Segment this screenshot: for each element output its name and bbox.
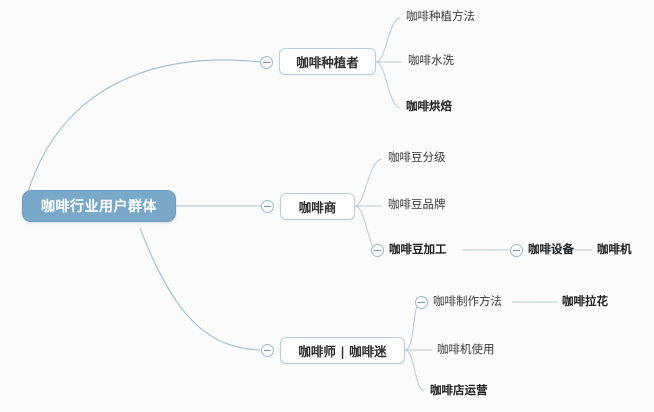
collapse-toggle-merchant[interactable]	[261, 200, 274, 213]
collapse-toggle-barista[interactable]	[261, 344, 274, 357]
branch-node-merchant[interactable]: 咖啡商	[280, 193, 355, 220]
leaf-node-shop-operation[interactable]: 咖啡店运营	[430, 383, 488, 397]
leaf-label: 咖啡豆分级	[388, 150, 446, 164]
leaf-label: 咖啡设备	[528, 242, 574, 256]
leaf-node-coffee-machine[interactable]: 咖啡机	[597, 242, 632, 256]
edge-root-to-planter	[27, 59, 261, 193]
edge-merchant-c1	[354, 158, 383, 207]
collapse-toggle-equipment[interactable]	[510, 244, 523, 257]
branch-node-barista[interactable]: 咖啡师 | 咖啡迷	[280, 337, 405, 364]
leaf-label: 咖啡店运营	[430, 383, 488, 397]
edge-merchant-c3	[354, 205, 377, 251]
leaf-label: 咖啡拉花	[562, 294, 608, 308]
leaf-label: 咖啡机	[597, 242, 632, 256]
branch-node-planter[interactable]: 咖啡种植者	[279, 48, 376, 75]
leaf-node-roasting[interactable]: 咖啡烘焙	[406, 99, 452, 113]
root-node[interactable]: 咖啡行业用户群体	[22, 190, 176, 222]
leaf-node-latte-art[interactable]: 咖啡拉花	[562, 294, 608, 308]
leaf-label: 咖啡烘焙	[406, 99, 452, 113]
leaf-label: 咖啡豆品牌	[388, 197, 446, 211]
leaf-node-brewing-method[interactable]: 咖啡制作方法	[433, 294, 502, 308]
edge-planter-c3	[375, 61, 401, 109]
leaf-label: 咖啡豆加工	[389, 242, 447, 256]
branch-node-barista-label: 咖啡师 | 咖啡迷	[298, 344, 387, 359]
leaf-label: 咖啡种植方法	[406, 9, 475, 23]
collapse-toggle-planter[interactable]	[260, 56, 273, 69]
leaf-node-planting-method[interactable]: 咖啡种植方法	[406, 9, 475, 23]
leaf-node-machine-usage[interactable]: 咖啡机使用	[437, 342, 495, 356]
leaf-node-bean-grading[interactable]: 咖啡豆分级	[388, 150, 446, 164]
leaf-node-bean-processing[interactable]: 咖啡豆加工	[389, 242, 447, 256]
edge-barista-c3	[404, 349, 425, 392]
edge-planter-c1	[375, 17, 401, 63]
branch-node-planter-label: 咖啡种植者	[296, 55, 359, 70]
leaf-label: 咖啡机使用	[437, 342, 495, 356]
branch-node-merchant-label: 咖啡商	[298, 200, 337, 215]
leaf-label: 咖啡水洗	[408, 53, 454, 67]
edge-root-to-barista	[139, 227, 261, 351]
root-node-label: 咖啡行业用户群体	[41, 199, 157, 215]
leaf-node-bean-brand[interactable]: 咖啡豆品牌	[388, 197, 446, 211]
leaf-node-equipment[interactable]: 咖啡设备	[528, 242, 574, 256]
edge-barista-c1	[404, 301, 421, 351]
leaf-label: 咖啡制作方法	[433, 294, 502, 308]
collapse-toggle-brewing-method[interactable]	[415, 296, 428, 309]
leaf-node-washing[interactable]: 咖啡水洗	[408, 53, 454, 67]
collapse-toggle-bean-processing[interactable]	[371, 244, 384, 257]
